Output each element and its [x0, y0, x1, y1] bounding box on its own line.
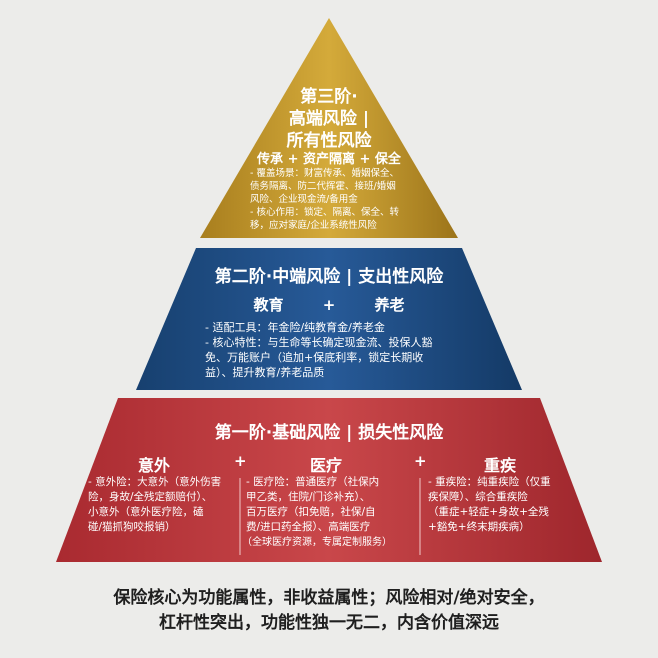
tier2-item: 益）、提升教育/养老品质 — [205, 366, 325, 379]
tier1-medical-line: （全球医疗资源，专属定制服务） — [242, 537, 392, 548]
tier2-item: 免、万能账户（追加+保底利率，锁定长期收 — [205, 351, 424, 364]
footer-line: 保险核心为功能属性，非收益属性；风险相对/绝对安全， — [113, 588, 545, 608]
footer-line: 杠杆性突出，功能性独一无二，内含价值深远 — [159, 613, 499, 633]
tier1-medical-line: 百万医疗（扣免赔，社保/自 — [246, 506, 376, 518]
tier3-items: - 覆盖场景：财富传承、婚姻保全、 债务隔离、防二代挥霍、接班/婚姻 风险、企业… — [250, 167, 430, 232]
tier1-heading-critical-illness: 重疾 — [484, 456, 517, 475]
tier1-accident-line: - 意外险：大意外（意外伤害 — [88, 476, 222, 488]
tier1-critical-line: （重症+轻症+身故+全残 — [428, 506, 549, 518]
tier2-item: - 核心特性：与生命等长确定现金流、投保人豁 — [205, 336, 433, 349]
tier1-accident-line: 险，身故/全残定额赔付）、 — [88, 491, 213, 503]
tier3-item: 债务隔离、防二代挥霍、接班/婚姻 — [250, 181, 396, 192]
tier2-subtitle: 教育 + 养老 — [150, 294, 508, 315]
tier1-band — [56, 398, 602, 562]
tier1-medical-line: 甲乙类，住院/门诊补充）、 — [246, 491, 371, 503]
tier2-items: - 适配工具：年金险/纯教育金/养老金 - 核心特性：与生命等长确定现金流、投保… — [205, 320, 495, 380]
tier2-subtitle-plus: + — [322, 296, 336, 314]
tier1-critical-line: +豁免+终末期疾病） — [428, 521, 530, 533]
tier1-accident-line: 小意外（意外医疗险，磕 — [88, 506, 204, 518]
tier1-column-medical: - 医疗险：普通医疗（社保内 甲乙类，住院/门诊补充）、 百万医疗（扣免赔，社保… — [242, 475, 418, 550]
tier3-title-line: 第三阶· — [300, 87, 358, 107]
footer-summary: 保险核心为功能属性，非收益属性；风险相对/绝对安全， 杠杆性突出，功能性独一无二… — [0, 586, 658, 636]
tier1-title: 第一阶·基础风险 | 损失性风险 — [214, 423, 444, 443]
tier3-item: - 核心作用：锁定、隔离、保全、转 — [250, 207, 399, 218]
tier1-medical-line: - 医疗险：普通医疗（社保内 — [246, 476, 380, 488]
tier3-title: 第三阶· 高端风险 | 所有性风险 — [229, 86, 429, 152]
tier3-band — [200, 18, 458, 238]
tier1-plus-2: + — [414, 452, 427, 470]
tier1-column-accident: - 意外险：大意外（意外伤害 险，身故/全残定额赔付）、 小意外（意外医疗险，磕… — [88, 475, 238, 535]
tier1-medical-line: 费/进口药全报）、高端医疗 — [246, 521, 371, 533]
tier2-title: 第二阶·中端风险 | 支出性风险 — [214, 267, 444, 287]
tier2-subtitle-education: 教育 — [253, 296, 284, 314]
tier1-critical-line: - 重疾险：纯重疾险（仅重 — [428, 476, 551, 488]
tier2-item: - 适配工具：年金险/纯教育金/养老金 — [205, 321, 385, 334]
tier2-band — [136, 248, 522, 390]
tier1-heading-accident: 意外 — [138, 456, 171, 475]
tier3-title-line: 所有性风险 — [286, 131, 372, 151]
tier1-plus-1: + — [234, 452, 247, 470]
tier1-heading-medical: 医疗 — [310, 456, 343, 475]
tier1-critical-line: 疾保障）、综合重疾险 — [428, 491, 528, 503]
tier3-title-line: 高端风险 | — [288, 109, 370, 129]
tier1-column-critical-illness: - 重疾险：纯重疾险（仅重 疾保障）、综合重疾险 （重症+轻症+身故+全残 +豁… — [428, 475, 578, 535]
tier3-item: 移，应对家庭/企业系统性风险 — [250, 220, 377, 231]
tier2-subtitle-retirement: 养老 — [374, 296, 405, 314]
tier3-item: - 覆盖场景：财富传承、婚姻保全、 — [250, 168, 399, 179]
tier1-accident-line: 碰/猫抓狗咬报销） — [88, 521, 176, 533]
tier3-item: 风险、企业现金流/备用金 — [250, 194, 358, 205]
tier3-subtitle: 传承 + 资产隔离 + 保全 — [257, 152, 401, 167]
